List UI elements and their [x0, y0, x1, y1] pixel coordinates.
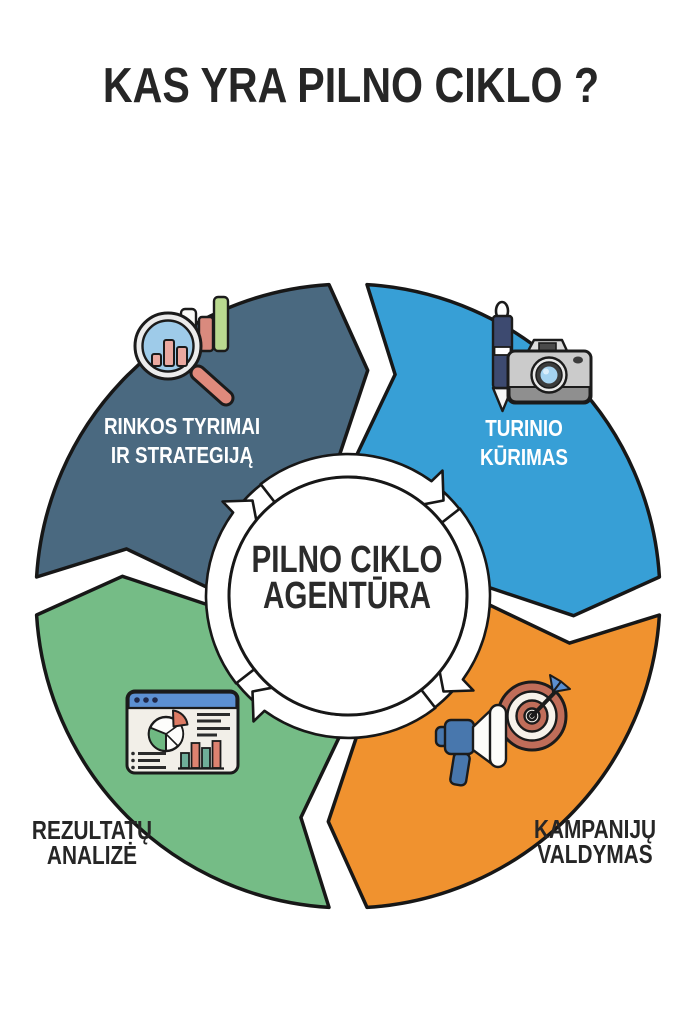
- window-dot-2: [143, 697, 149, 703]
- window-dot-3: [152, 697, 158, 703]
- megaphone-back: [443, 718, 476, 756]
- label-line: IR STRATEGIJĄ: [110, 442, 254, 468]
- camera-lens-glass: [540, 366, 558, 384]
- text-line-2: [197, 719, 221, 723]
- camera-lens-highlight: [543, 368, 549, 375]
- page-title: KAS YRA PILNO CIKLO ?: [102, 59, 600, 113]
- bullet-2: [131, 758, 135, 763]
- bullet-line-2: [138, 759, 160, 762]
- chart-bar-3: [201, 747, 211, 769]
- label-line: ANALIZĖ: [46, 840, 138, 870]
- label-line: RINKOS TYRIMAI: [103, 413, 261, 439]
- text-line-4: [197, 733, 217, 737]
- bullet-3: [131, 765, 135, 770]
- window-dot-1: [134, 697, 140, 703]
- chart-bar-2: [190, 742, 201, 769]
- lens-bar-1: [151, 353, 162, 367]
- text-line-1: [197, 713, 230, 716]
- label-line: REZULTATŲ: [31, 815, 153, 845]
- pie-slice-green: [147, 726, 167, 753]
- megaphone-handle: [449, 751, 471, 787]
- label-rezultatu-analize: REZULTATŲ ANALIZĖ: [31, 815, 153, 870]
- magnifier-bar-chart-icon: [133, 295, 235, 407]
- bullet-line-3: [138, 766, 166, 769]
- megaphone-mouth: [488, 703, 508, 769]
- label-kampaniju-valdymas: KAMPANIJŲ VALDYMAS: [533, 814, 657, 869]
- label-line: KŪRIMAS: [479, 444, 569, 470]
- megaphone-target-icon: [434, 674, 571, 787]
- label-line: TURINIO: [485, 415, 563, 441]
- label-line: VALDYMAS: [537, 839, 653, 869]
- text-line-3: [197, 727, 230, 730]
- pen-camera-icon: [491, 300, 593, 413]
- bullet-1: [131, 751, 135, 756]
- dashboard-titlebar: [127, 691, 238, 710]
- chart-bar-1: [180, 752, 190, 769]
- center-title-line: PILNO CIKLO: [251, 539, 443, 581]
- center-circle: [227, 475, 469, 717]
- target-center-dot: [526, 710, 538, 722]
- lens-bar-2: [163, 339, 175, 367]
- camera-button: [573, 356, 583, 364]
- label-turinio-kurimas: TURINIO KŪRIMAS: [480, 414, 568, 472]
- chart-bar-4: [211, 740, 222, 769]
- center-title-line: AGENTŪRA: [263, 575, 431, 617]
- label-rinkos-tyrimai: RINKOS TYRIMAI IR STRATEGIJĄ: [104, 412, 260, 470]
- pie-slice-salmon: [172, 709, 189, 728]
- lens-bar-3: [176, 346, 188, 367]
- dart-fletching-2: [552, 680, 571, 693]
- mini-bar-green: [212, 295, 230, 353]
- label-line: KAMPANIJŲ: [533, 814, 657, 844]
- bullet-line-1: [138, 752, 166, 755]
- center-title: PILNO CIKLO AGENTŪRA: [251, 539, 443, 617]
- magnifier-handle: [192, 367, 232, 404]
- dashboard-analytics-icon: [125, 689, 240, 775]
- camera-bottom-strip: [508, 386, 591, 403]
